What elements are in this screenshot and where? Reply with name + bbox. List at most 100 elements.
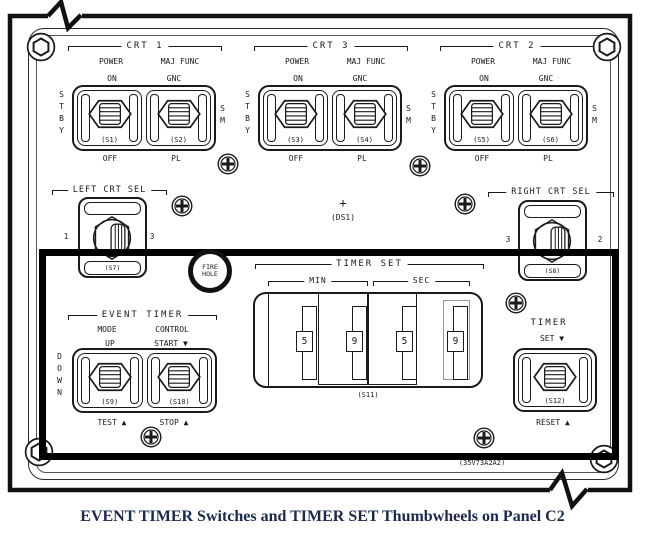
crt2-sm-label: SM (590, 104, 599, 128)
rotary-knob-icon[interactable] (526, 218, 578, 264)
right-crt-sel-housing: (S8) (518, 200, 587, 281)
timer-label: TIMER (530, 318, 568, 328)
crt2-majfunc-label: MAJ FUNC (532, 57, 572, 66)
crt1-stby-label: STBY (57, 90, 66, 138)
thumbwheel-digit-sec-ones[interactable]: 9 (447, 331, 464, 352)
event-timer-bracket: EVENT TIMER (68, 310, 217, 322)
crt1-bracket: CRT 1 (68, 41, 222, 53)
thumbwheel-digit-min-ones[interactable]: 9 (346, 331, 363, 352)
mode-down-label: DOWN (55, 352, 64, 400)
right-crt-sel-pos2: 2 (597, 235, 603, 244)
fire-hole-line2: HOLE (202, 270, 218, 278)
crt1-sm-label: SM (218, 104, 227, 128)
timer-ref: (S12) (544, 397, 566, 405)
crt1-majfunc-label: MAJ FUNC (160, 57, 200, 66)
left-crt-sel-title: LEFT CRT SEL (67, 185, 152, 195)
crt3-switch-housing: (S3) (S4) (258, 85, 402, 151)
control-ref: (S10) (168, 398, 190, 406)
crt1-majfunc-switch[interactable]: (S2) (146, 90, 211, 146)
right-crt-sel-ref: (S8) (524, 264, 581, 278)
toggle-knob-icon[interactable] (343, 97, 387, 131)
crt2-stby-label: STBY (429, 90, 438, 138)
crt3-group: CRT 3 POWER MAJ FUNC ON GNC STBY SM (S3)… (243, 40, 413, 165)
rotary-knob-icon[interactable] (86, 215, 138, 261)
mode-ref: (S9) (101, 398, 119, 406)
crt1-group: CRT 1 POWER MAJ FUNC ON GNC STBY SM (S1)… (57, 40, 227, 165)
crt1-majfunc-ref: (S2) (170, 136, 187, 144)
timer-set-arrow-label: SET ▼ (539, 334, 565, 343)
toggle-knob-icon[interactable] (157, 97, 201, 131)
crt3-power-ref: (S3) (287, 136, 304, 144)
ds1-ref: (DS1) (330, 213, 356, 222)
crt2-power-label: POWER (470, 57, 496, 66)
control-start-label: START ▼ (154, 339, 188, 348)
control-label: CONTROL (155, 325, 189, 334)
sec-bracket: SEC (373, 276, 471, 288)
toggle-knob-icon[interactable] (460, 97, 504, 131)
timer-set-bracket: TIMER SET (255, 259, 484, 271)
crt2-power-ref: (S5) (473, 136, 490, 144)
screw-icon (473, 427, 495, 449)
bolt-icon (26, 32, 56, 62)
toggle-knob-icon[interactable] (274, 97, 318, 131)
bolt-icon (589, 444, 619, 474)
break-mark-bottom (548, 467, 589, 511)
crt2-switch-housing: (S5) (S6) (444, 85, 588, 151)
event-timer-mode-switch[interactable]: (S9) (77, 353, 143, 408)
break-mark-top (46, 0, 83, 33)
crt1-power-switch[interactable]: (S1) (77, 90, 142, 146)
thumbwheel-digit-min-tens[interactable]: 5 (296, 331, 313, 352)
crt1-power-ref: (S1) (101, 136, 118, 144)
crt3-majfunc-switch[interactable]: (S4) (332, 90, 397, 146)
crt3-majfunc-ref: (S4) (356, 136, 373, 144)
min-label: MIN (304, 276, 332, 285)
crt3-power-off-label: OFF (288, 154, 304, 163)
screw-icon (505, 292, 527, 314)
crt3-title: CRT 3 (307, 41, 355, 51)
crt1-power-label: POWER (98, 57, 124, 66)
mode-label: MODE (97, 325, 117, 334)
crt2-majfunc-gnc-label: GNC (538, 74, 554, 83)
crt2-majfunc-pl-label: PL (543, 154, 553, 163)
timer-group: TIMER SET ▼ (S12) RESET ▲ (505, 315, 605, 430)
crt3-power-switch[interactable]: (S3) (263, 90, 328, 146)
crt3-bracket: CRT 3 (254, 41, 408, 53)
timer-reset-label: RESET ▲ (536, 418, 570, 427)
ds1-plus-symbol: + (339, 196, 347, 210)
bolt-icon (24, 437, 54, 467)
screw-icon (409, 155, 431, 177)
toggle-knob-icon[interactable] (88, 97, 132, 131)
crt1-majfunc-pl-label: PL (171, 154, 181, 163)
crt2-majfunc-ref: (S6) (542, 136, 559, 144)
timer-set-title: TIMER SET (331, 259, 408, 269)
toggle-knob-icon[interactable] (157, 360, 201, 394)
crt1-power-on-label: ON (107, 74, 117, 83)
left-crt-sel-ref: (S7) (84, 261, 141, 275)
figure-caption: EVENT TIMER Switches and TIMER SET Thumb… (80, 508, 565, 525)
crt2-group: CRT 2 POWER MAJ FUNC ON GNC STBY SM (S5)… (429, 40, 599, 165)
crt3-majfunc-label: MAJ FUNC (346, 57, 386, 66)
timer-set-ref: (S11) (357, 391, 379, 399)
right-crt-sel-pos3: 3 (505, 235, 511, 244)
timer-set-switch[interactable]: (S12) (518, 353, 592, 407)
left-crt-sel-housing: (S7) (78, 197, 147, 278)
left-crt-sel-pos1: 1 (63, 232, 69, 241)
crt3-power-label: POWER (284, 57, 310, 66)
thumbwheel-digit-sec-tens[interactable]: 5 (396, 331, 413, 352)
toggle-knob-icon[interactable] (529, 97, 573, 131)
crt2-majfunc-switch[interactable]: (S6) (518, 90, 583, 146)
event-timer-control-switch[interactable]: (S10) (146, 353, 212, 408)
fire-hole-line1: FIRE (202, 263, 218, 271)
crt2-power-switch[interactable]: (S5) (449, 90, 514, 146)
crt2-title: CRT 2 (493, 41, 541, 51)
timer-switch-housing: (S12) (513, 348, 597, 412)
crt3-power-on-label: ON (293, 74, 303, 83)
right-crt-sel-bracket: RIGHT CRT SEL (488, 187, 614, 199)
crt3-stby-label: STBY (243, 90, 252, 138)
screw-icon (454, 193, 476, 215)
toggle-knob-icon[interactable] (533, 360, 577, 394)
toggle-knob-icon[interactable] (88, 360, 132, 394)
crt2-power-on-label: ON (479, 74, 489, 83)
